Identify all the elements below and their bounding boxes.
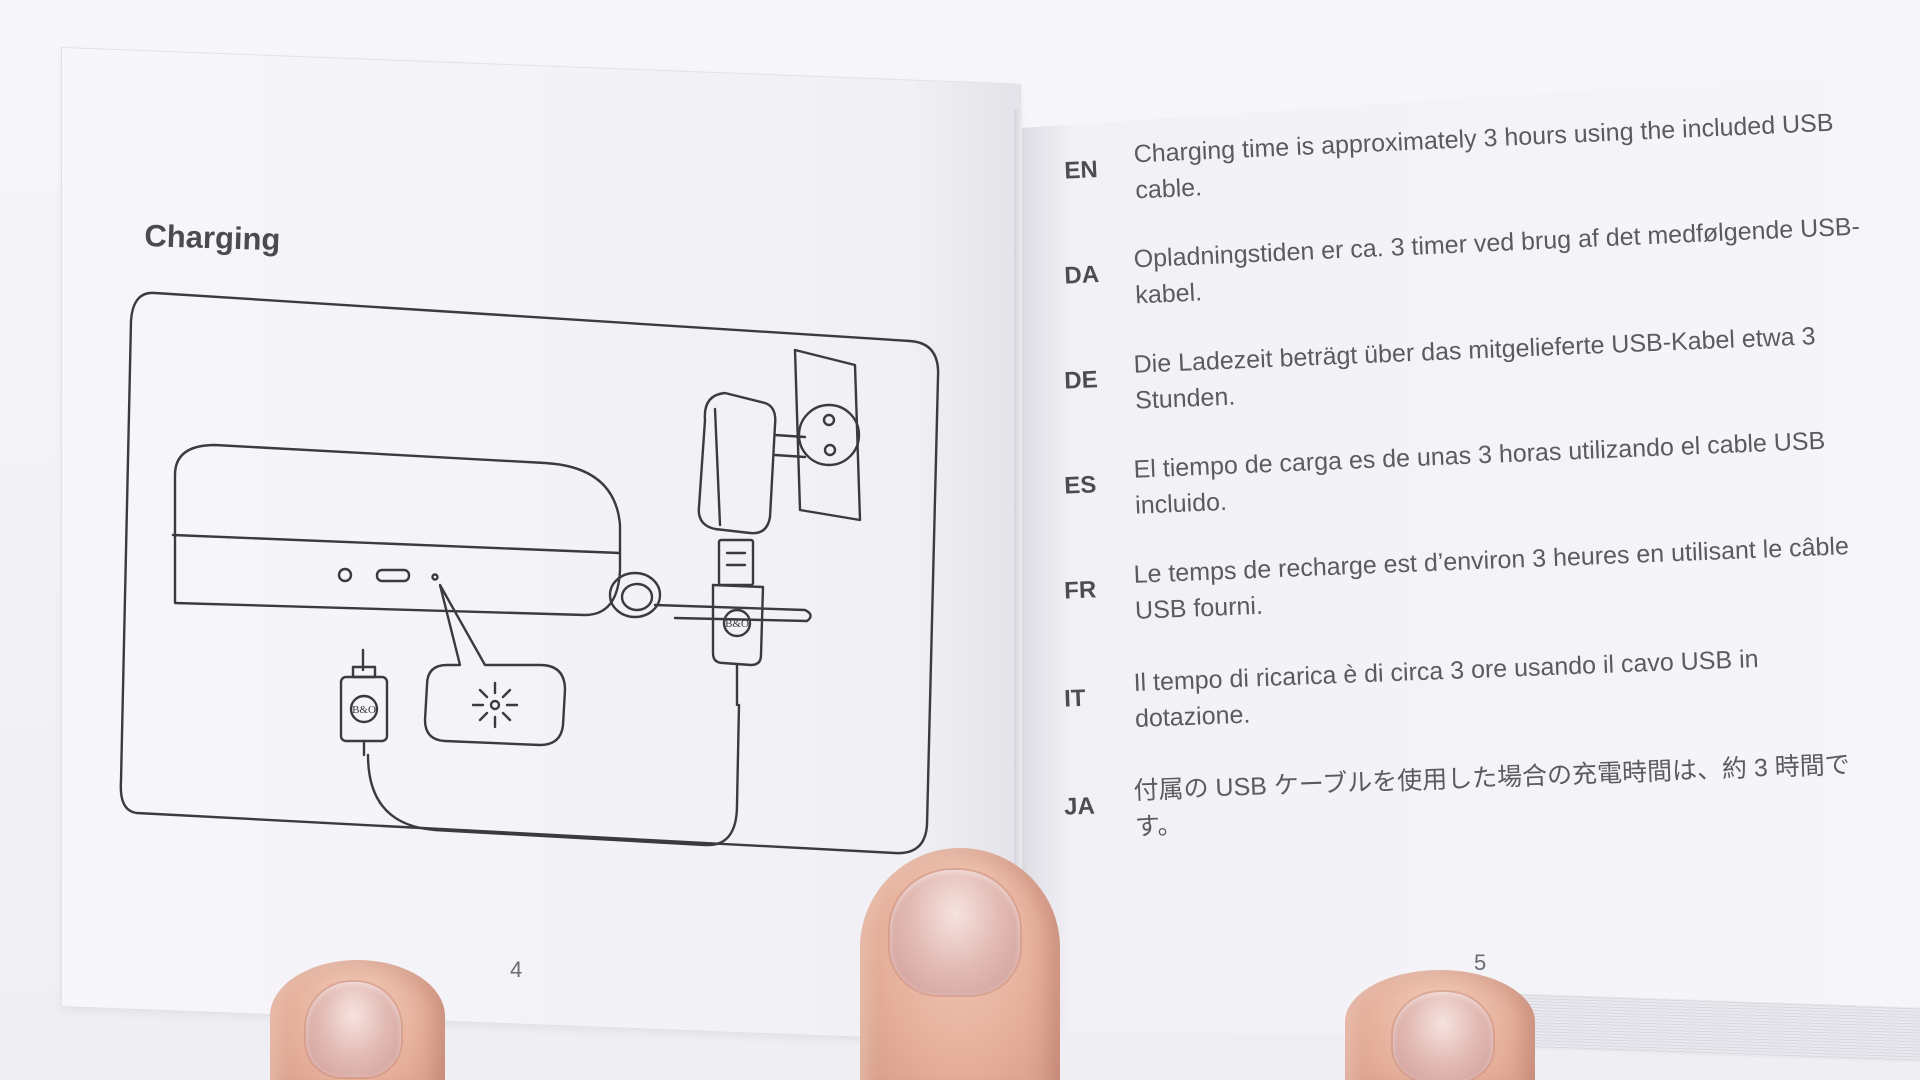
page-number-right: 5 xyxy=(1474,950,1487,975)
cable-coil-icon xyxy=(608,571,812,623)
lang-code: DA xyxy=(1063,261,1100,290)
lang-code: DE xyxy=(1063,366,1099,395)
page-number-left: 4 xyxy=(510,957,523,982)
index-finger xyxy=(860,848,1060,1080)
thumbnail xyxy=(306,982,401,1077)
booklet-spine xyxy=(1014,110,1022,1040)
power-adapter-icon xyxy=(697,391,807,535)
lang-code: EN xyxy=(1063,156,1099,185)
page-title: Charging xyxy=(143,218,281,258)
left-thumb xyxy=(270,960,445,1080)
thumbnail xyxy=(1393,992,1493,1080)
charging-illustration: B&O B&O xyxy=(119,291,940,855)
speaker-icon xyxy=(171,443,622,617)
illustration-frame xyxy=(119,291,940,855)
usb-a-plug-icon xyxy=(711,538,765,707)
right-thumb xyxy=(1345,970,1535,1080)
brand-logo: B&O xyxy=(352,704,376,716)
brand-logo: B&O xyxy=(725,618,749,630)
lang-code: ES xyxy=(1063,471,1097,500)
fingernail xyxy=(890,870,1020,995)
led-indicator-callout xyxy=(423,583,567,747)
lang-code: FR xyxy=(1063,576,1097,605)
usb-c-plug-icon xyxy=(339,648,389,757)
wall-socket-icon xyxy=(793,348,862,522)
lang-code: JA xyxy=(1063,792,1096,821)
lang-code: IT xyxy=(1063,684,1087,713)
led-light-icon xyxy=(471,681,519,729)
charging-cable xyxy=(366,703,741,847)
right-page xyxy=(1020,68,1920,1033)
